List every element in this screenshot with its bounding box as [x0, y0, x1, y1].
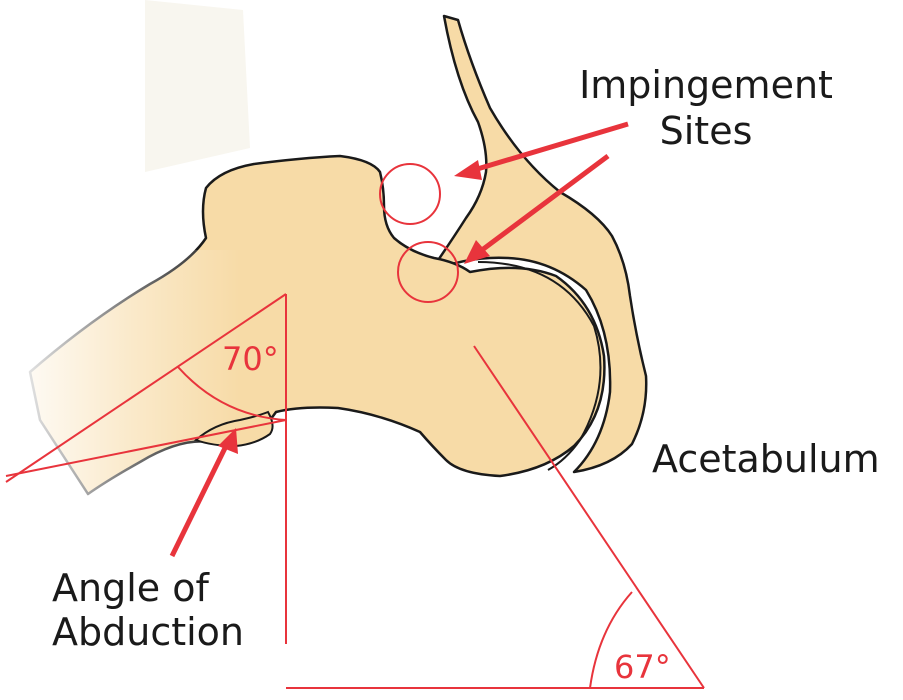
impingement-arrowhead-upper	[454, 160, 482, 180]
impingement-label: Impingement Sites	[556, 62, 856, 154]
background-shade	[145, 0, 250, 172]
abduction-label-line1: Angle of	[52, 566, 244, 610]
impingement-label-line1: Impingement	[556, 62, 856, 108]
acetabulum-label: Acetabulum	[652, 436, 880, 482]
impingement-circle-upper	[380, 164, 440, 224]
angle-label-70: 70°	[222, 340, 279, 378]
abduction-label-line2: Abduction	[52, 610, 244, 654]
abduction-label: Angle of Abduction	[52, 566, 244, 654]
impingement-label-line2: Sites	[556, 108, 856, 154]
angle-label-67: 67°	[614, 648, 671, 686]
